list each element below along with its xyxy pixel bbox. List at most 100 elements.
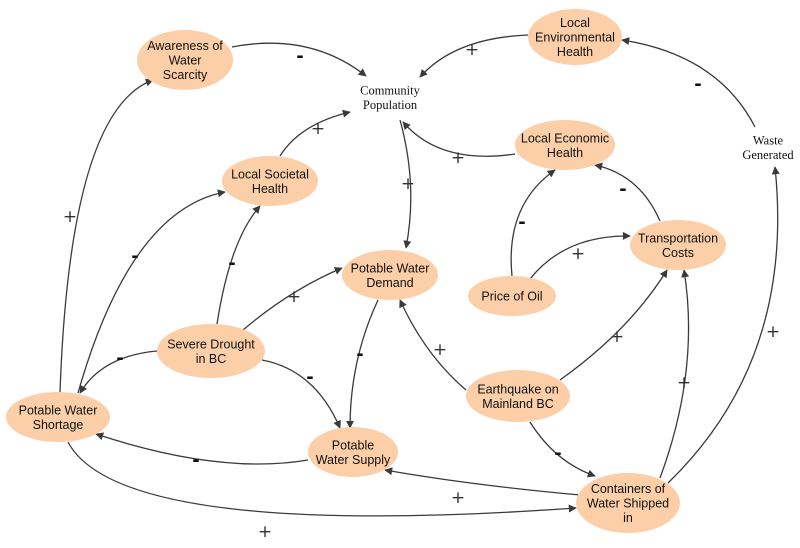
node-containers-shape [576,473,680,533]
node-waste-label-1: Generated [742,148,794,162]
node-community-label-0: Community [360,83,420,97]
node-earthquake-label-0: Earthquake on [477,382,558,396]
polarity-labels-layer: -+-+++--++--+---++--++++ [63,40,780,542]
node-env_health-label-2: Health [557,45,593,59]
edge-shortage-to-societal [77,189,226,394]
polarity-earthquake-to-demand: + [433,340,447,360]
polarity-shortage-to-containers: + [258,522,272,542]
edge-drought-to-demand [242,267,343,331]
node-oil[interactable]: Price of Oil [468,276,556,316]
edge-containers-to-transport [659,269,690,479]
nodes-layer: Awareness ofWaterScarcityCommunityPopula… [6,9,794,533]
polarity-societal-to-community: + [311,119,325,139]
node-oil-label-0: Price of Oil [481,290,542,304]
polarity-supply-to-shortage: - [192,450,199,471]
edge-earthquake-to-demand [399,299,467,391]
node-drought-label-0: Severe Drought [167,337,255,351]
polarity-drought-to-supply: - [306,367,313,388]
node-awareness-shape [137,30,233,90]
node-awareness-label-2: Scarcity [163,68,208,82]
edge-earthquake-to-transport [559,269,668,381]
edge-drought-to-societal [216,205,261,325]
polarity-shortage-to-awareness: + [63,207,77,227]
node-supply-label-1: Water Supply [316,453,391,467]
edge-supply-to-shortage [95,432,309,465]
polarity-drought-to-shortage: - [116,348,123,369]
node-env_health-label-0: Local [560,16,590,30]
edge-earthquake-to-containers [529,421,596,478]
polarity-containers-to-waste: + [766,322,780,342]
edge-drought-to-supply [261,359,341,429]
node-demand-label-1: Demand [366,276,413,290]
node-drought-shape [157,324,265,378]
node-oil-shape [468,276,556,316]
node-earthquake-shape [466,370,570,422]
node-demand-shape [342,250,438,300]
polarity-earthquake-to-transport: + [610,327,624,347]
node-shortage-label-0: Potable Water [19,403,98,417]
node-transport-shape [630,220,726,270]
node-supply-label-0: Potable [332,438,374,452]
polarity-community-to-demand: + [401,174,415,194]
edge-containers-to-supply [384,467,581,496]
polarity-econ_health-to-community: + [451,148,465,168]
edge-containers-to-waste [667,166,780,484]
node-waste-label-0: Waste [753,133,784,147]
edge-societal-to-community [279,109,351,157]
polarity-env_health-to-community: + [465,40,479,60]
polarity-drought-to-demand: + [287,287,301,307]
edge-shortage-to-containers [67,441,577,517]
polarity-earthquake-to-containers: - [554,443,561,464]
polarity-awareness-to-community: - [296,46,303,67]
node-containers-label-1: Water Shipped [587,497,669,511]
node-econ_health-shape [515,120,615,170]
node-econ_health-label-0: Local Economic [521,131,609,145]
polarity-containers-to-supply: + [451,488,465,508]
node-containers-label-0: Containers of [591,482,666,496]
edges-layer [59,34,780,517]
node-env_health-shape [528,9,622,65]
node-econ_health-label-1: Health [547,146,583,160]
node-earthquake-label-1: Mainland BC [482,397,554,411]
edge-waste-to-env_health [621,37,756,128]
edge-oil-to-econ_health [510,169,556,277]
edge-econ_health-to-community [402,121,516,157]
polarity-oil-to-transport: + [571,244,585,264]
node-societal-label-0: Local Societal [231,167,309,181]
edge-env_health-to-community [419,34,529,78]
edge-oil-to-transport [529,231,631,280]
polarity-transport-to-econ_health: - [619,179,626,200]
polarity-shortage-to-societal: - [131,246,138,267]
node-shortage-label-1: Shortage [33,418,84,432]
node-demand-label-0: Potable Water [351,261,430,275]
edge-transport-to-econ_health [594,162,661,222]
node-drought-label-1: in BC [196,352,227,366]
polarity-oil-to-econ_health: - [518,212,525,233]
edge-demand-to-supply [346,299,379,429]
node-societal-label-1: Health [252,182,288,196]
edge-awareness-to-community [231,42,367,77]
node-community-label-1: Population [363,98,418,112]
node-awareness-label-0: Awareness of [147,39,223,53]
polarity-drought-to-societal: - [228,253,235,274]
edge-community-to-demand [399,119,412,249]
node-env_health-label-1: Environmental [535,31,615,45]
node-supply-shape [308,427,398,477]
polarity-demand-to-supply: - [356,344,363,365]
node-awareness-label-1: Water [169,54,202,68]
node-transport-label-0: Transportation [638,231,718,245]
